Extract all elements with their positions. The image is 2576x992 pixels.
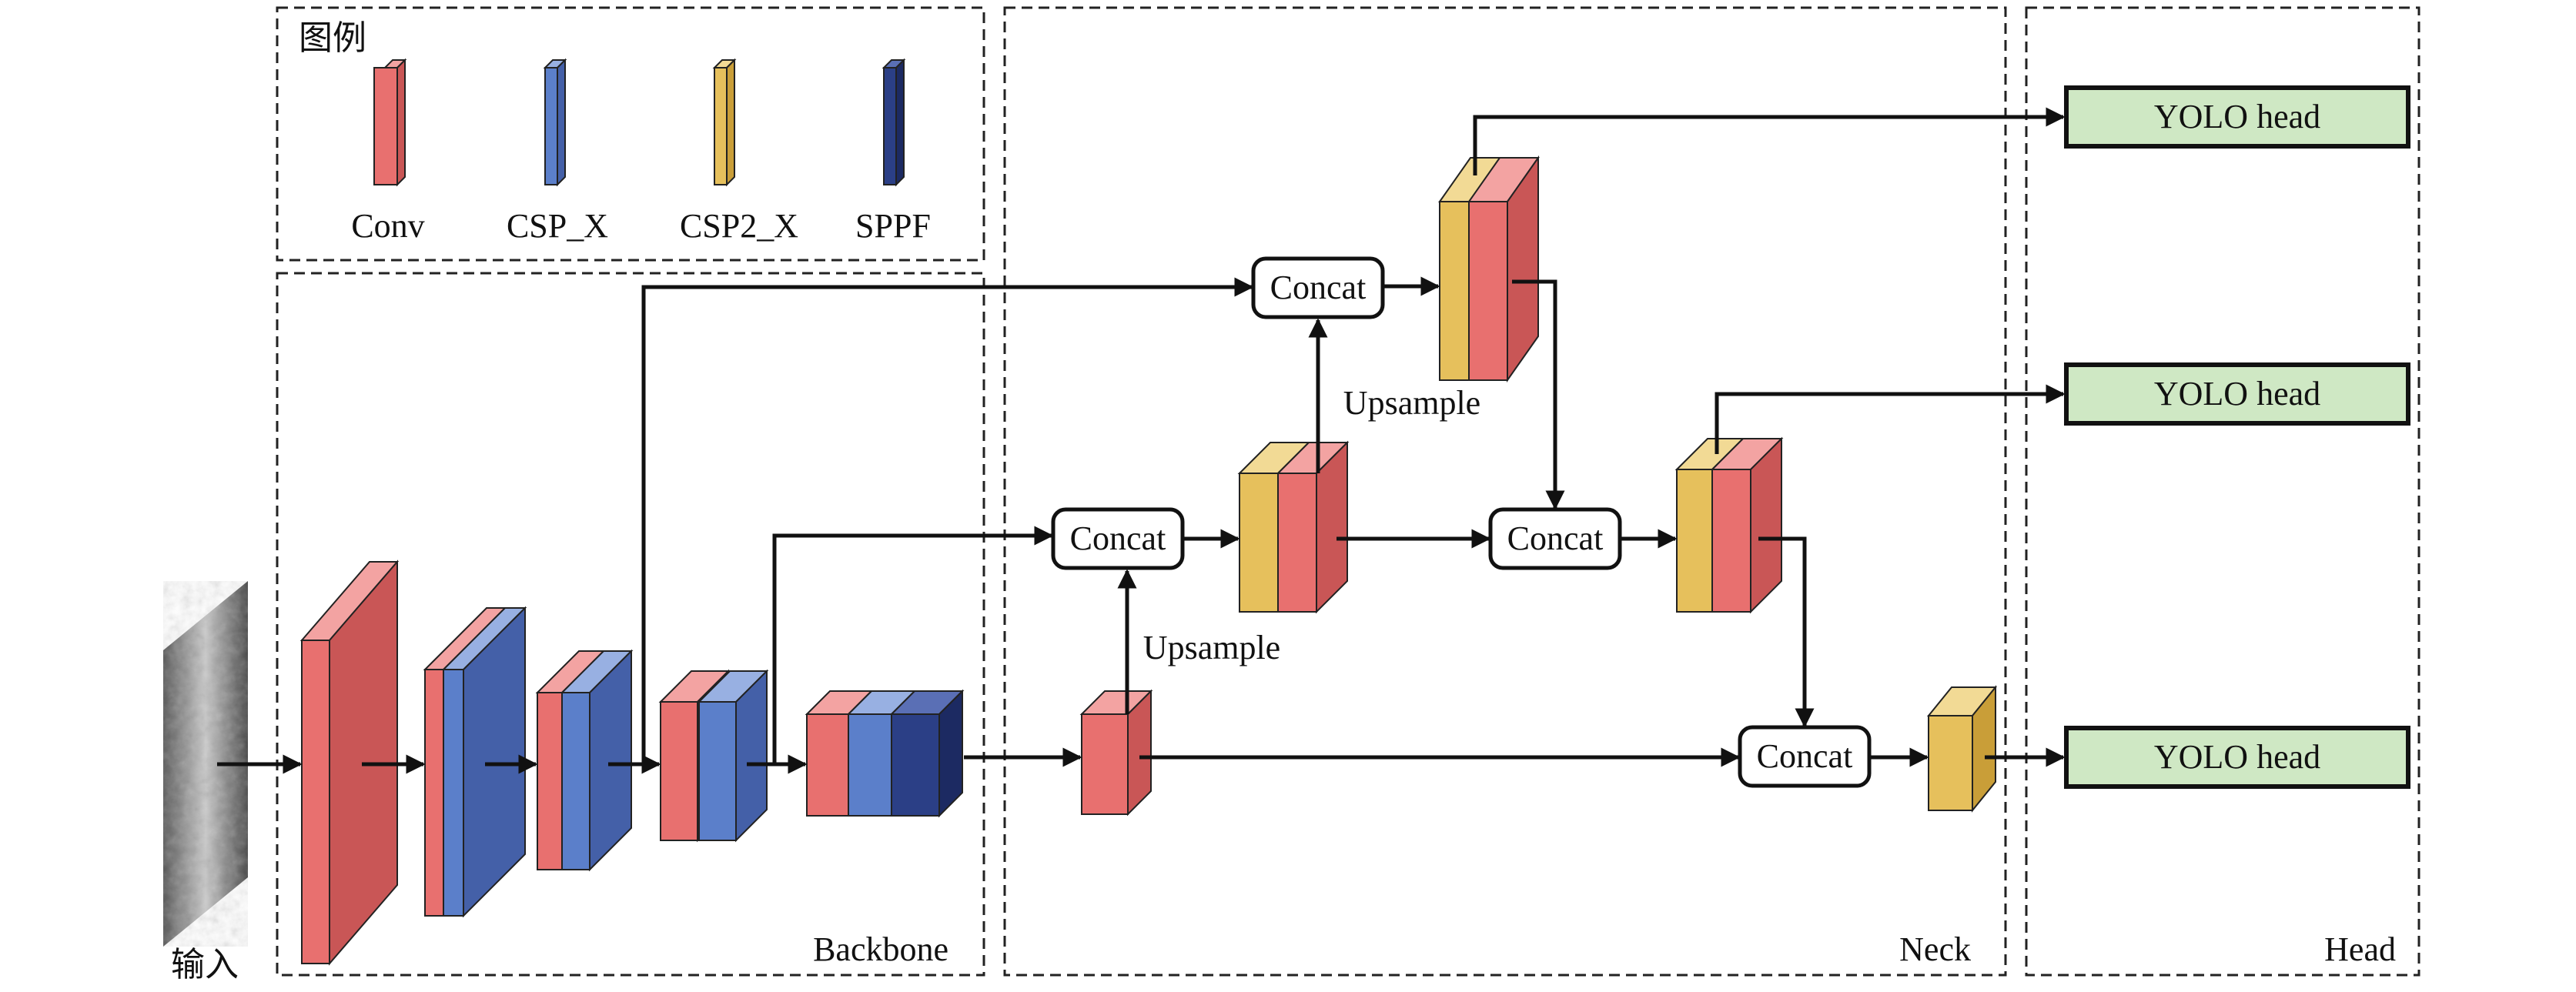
svg-text:YOLO head: YOLO head [2154, 98, 2320, 135]
legend-region [276, 6, 985, 262]
svg-text:Concat: Concat [1270, 269, 1367, 306]
neck-stage-c [1438, 155, 1540, 383]
legend-swatch-csp [543, 58, 567, 187]
backbone-stage-3 [535, 649, 634, 872]
concat-bottom: Concat [1738, 725, 1872, 788]
neck-stage-d [1674, 436, 1784, 614]
legend-swatch-sppf [882, 58, 906, 187]
backbone-stage-2 [423, 606, 527, 918]
svg-text:Concat: Concat [1507, 519, 1604, 557]
input-image [163, 581, 248, 947]
svg-text:YOLO head: YOLO head [2154, 375, 2320, 412]
yolo-head-1: YOLO head [2064, 85, 2410, 149]
backbone-conv-1 [299, 559, 400, 966]
legend-label-csp: CSP_X [507, 207, 608, 245]
svg-text:YOLO head: YOLO head [2154, 738, 2320, 776]
legend-label-conv: Conv [351, 207, 424, 245]
backbone-stage-5 [805, 689, 965, 818]
concat-mid-right: Concat [1488, 507, 1622, 570]
neck-region [1003, 6, 2007, 977]
yolo-head-2: YOLO head [2064, 362, 2410, 426]
neck-conv-a [1079, 689, 1153, 817]
svg-text:Concat: Concat [1757, 737, 1853, 775]
yolo-head-3: YOLO head [2064, 726, 2410, 789]
legend-title: 图例 [299, 18, 366, 58]
head-label: Head [2324, 930, 2396, 968]
legend-label-sppf: SPPF [855, 207, 931, 245]
svg-text:Concat: Concat [1070, 519, 1166, 557]
neck-stage-b [1237, 440, 1350, 614]
neck-label: Neck [1899, 930, 1971, 968]
legend-swatch-csp2 [712, 58, 737, 187]
input-label: 输入 [171, 945, 239, 984]
legend-label-csp2: CSP2_X [680, 207, 798, 245]
backbone-region [276, 272, 985, 977]
backbone-stage-4 [658, 669, 769, 843]
legend-swatch-conv [373, 58, 407, 187]
head-region [2025, 6, 2420, 977]
concat-top: Concat [1251, 256, 1385, 319]
upsample-label-bottom: Upsample [1143, 629, 1280, 666]
upsample-label-top: Upsample [1343, 384, 1480, 422]
neck-csp2-e [1926, 685, 1998, 813]
backbone-label: Backbone [813, 930, 948, 968]
concat-mid-left: Concat [1051, 507, 1185, 570]
